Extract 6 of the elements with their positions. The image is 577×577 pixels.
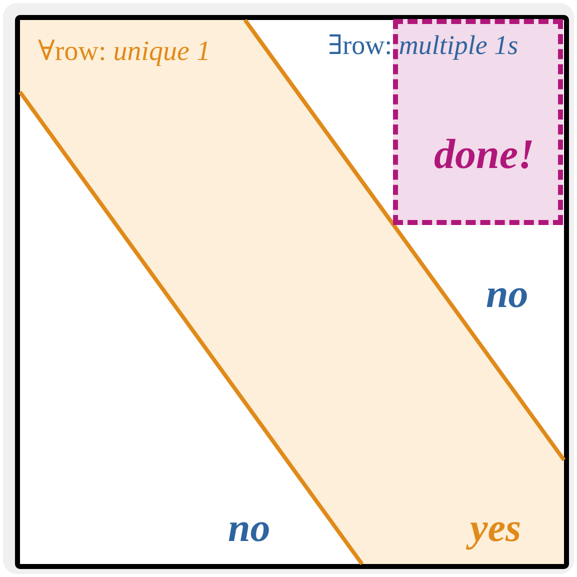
- region-label: ∃row: multiple 1s: [328, 32, 518, 59]
- answer-text: no: [228, 508, 270, 548]
- band-label: ∀row: unique 1: [38, 38, 210, 66]
- status-text: done!: [434, 134, 534, 176]
- answer-text: no: [486, 274, 528, 314]
- dashed-region: [393, 19, 563, 225]
